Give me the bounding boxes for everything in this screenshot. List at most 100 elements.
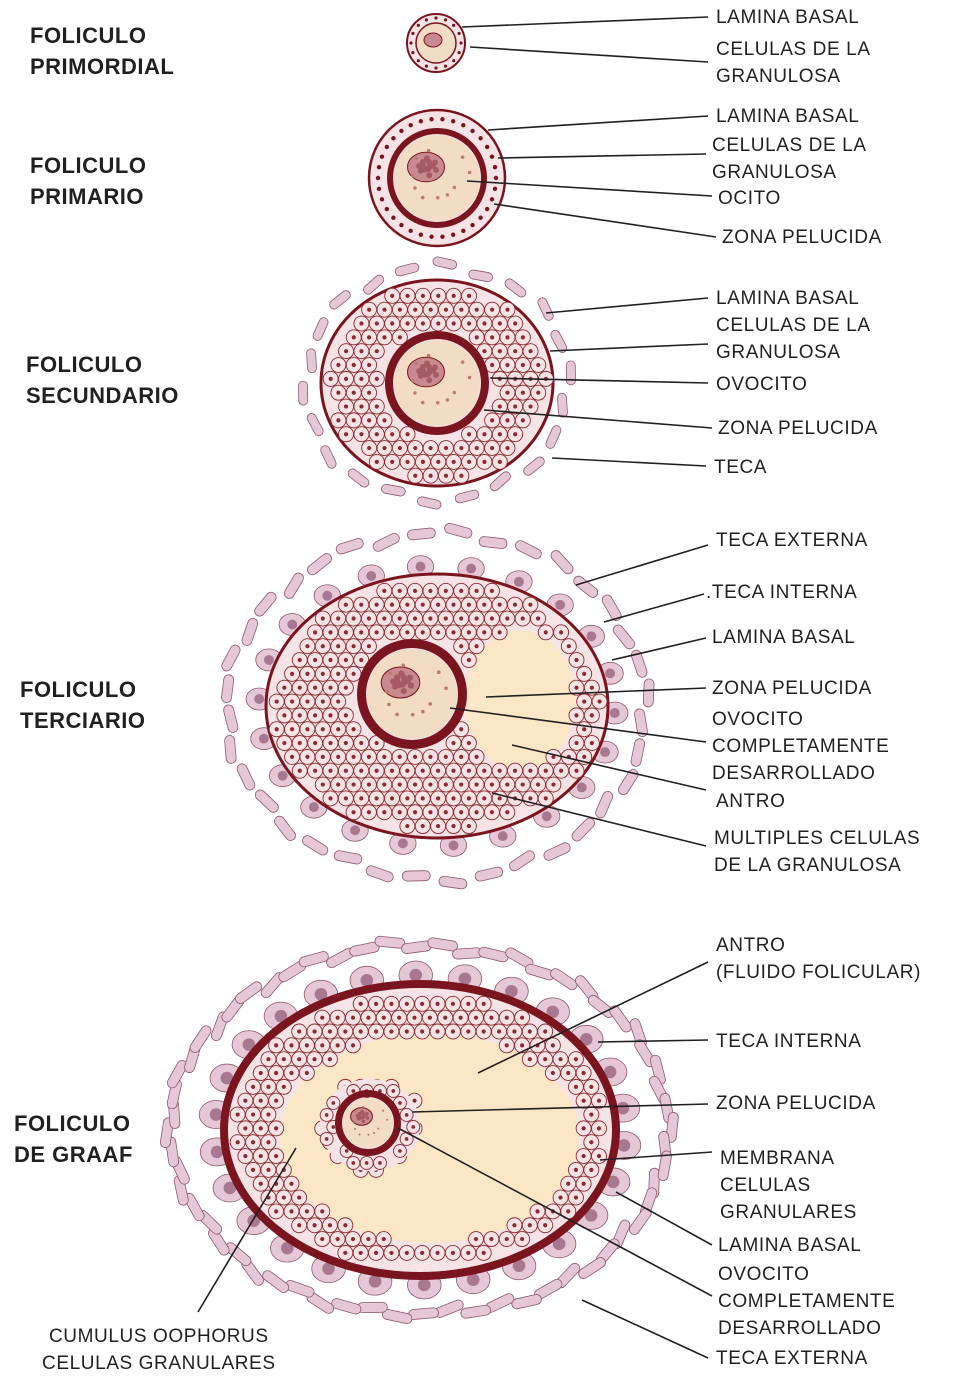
cell-nucleus bbox=[452, 321, 456, 325]
cell-nucleus bbox=[289, 1209, 293, 1213]
tertiary-follicle-drawing bbox=[220, 522, 654, 889]
cell-nucleus bbox=[382, 589, 386, 593]
cell-nucleus bbox=[451, 1251, 455, 1255]
cell-nucleus bbox=[328, 630, 332, 634]
cell-nucleus bbox=[390, 460, 394, 464]
cell-nucleus bbox=[359, 796, 363, 800]
cell-nucleus bbox=[467, 769, 471, 773]
cell-nucleus bbox=[444, 589, 448, 593]
cell-nucleus bbox=[344, 769, 348, 773]
leader-line bbox=[494, 204, 716, 237]
cell-nucleus bbox=[298, 713, 302, 717]
cell-nucleus bbox=[367, 363, 371, 367]
cell-nucleus bbox=[359, 377, 363, 381]
cell-nucleus bbox=[405, 1137, 409, 1141]
yolk-granule bbox=[377, 1128, 379, 1130]
cell-nucleus bbox=[298, 741, 302, 745]
yolk-granule bbox=[386, 1119, 388, 1121]
cell-nucleus bbox=[482, 603, 486, 607]
cell-nucleus bbox=[482, 769, 486, 773]
cell-nucleus bbox=[313, 769, 317, 773]
cell-nucleus bbox=[305, 644, 309, 648]
cell-nucleus bbox=[312, 1223, 316, 1227]
cell-nucleus bbox=[321, 616, 325, 620]
cell-nucleus bbox=[332, 1101, 336, 1105]
cell-nucleus bbox=[459, 727, 463, 731]
yolk-granule bbox=[427, 149, 431, 153]
granulosa-cell bbox=[385, 207, 389, 211]
cell-nucleus bbox=[444, 782, 448, 786]
cell-nucleus bbox=[382, 335, 386, 339]
yolk-granule bbox=[421, 196, 425, 200]
cell-nucleus bbox=[498, 349, 502, 353]
cell-nucleus bbox=[559, 769, 563, 773]
cell-nucleus bbox=[398, 1149, 402, 1153]
cell-nucleus bbox=[290, 699, 294, 703]
cell-nucleus bbox=[359, 603, 363, 607]
cell-nucleus bbox=[297, 1223, 301, 1227]
theca-externa-cell bbox=[478, 946, 509, 963]
cell-nucleus bbox=[251, 1085, 255, 1089]
label-secundario-lamina-basal: LAMINA BASAL bbox=[716, 285, 859, 312]
cell-nucleus bbox=[490, 363, 494, 367]
theca-cell bbox=[544, 424, 562, 450]
theca-externa-cell bbox=[542, 841, 572, 862]
cell-nucleus bbox=[305, 755, 309, 759]
leader-line bbox=[498, 154, 706, 158]
theca-externa-cell bbox=[460, 1305, 491, 1319]
cell-nucleus bbox=[405, 769, 409, 773]
granulosa-cell bbox=[425, 18, 428, 21]
cell-nucleus bbox=[475, 308, 479, 312]
cell-nucleus bbox=[405, 1002, 409, 1006]
cell-nucleus bbox=[367, 418, 371, 422]
cell-nucleus bbox=[566, 1071, 570, 1075]
cell-nucleus bbox=[544, 630, 548, 634]
leader-line bbox=[462, 17, 708, 27]
granulosa-cell bbox=[377, 165, 381, 169]
cell-nucleus bbox=[351, 644, 355, 648]
cell-nucleus bbox=[413, 616, 417, 620]
title-primario: FOLICULO PRIMARIO bbox=[30, 150, 146, 212]
granulosa-cell bbox=[457, 32, 460, 35]
cell-nucleus bbox=[297, 1195, 301, 1199]
granulosa-cell bbox=[409, 41, 412, 44]
cell-nucleus bbox=[312, 1057, 316, 1061]
granulosa-cell bbox=[493, 187, 497, 191]
cell-nucleus bbox=[375, 432, 379, 436]
cell-nucleus bbox=[405, 460, 409, 464]
cell-nucleus bbox=[543, 1057, 547, 1061]
yolk-granule bbox=[436, 196, 440, 200]
granulosa-cell bbox=[434, 66, 437, 69]
cell-nucleus bbox=[344, 630, 348, 634]
cell-nucleus bbox=[289, 1043, 293, 1047]
cell-nucleus bbox=[459, 810, 463, 814]
cell-nucleus bbox=[467, 824, 471, 828]
cell-nucleus bbox=[391, 1089, 395, 1093]
granulosa-cell bbox=[411, 32, 414, 35]
cell-nucleus bbox=[375, 603, 379, 607]
cell-nucleus bbox=[597, 1126, 601, 1130]
cell-nucleus bbox=[336, 782, 340, 786]
theca-externa-cell bbox=[357, 1302, 387, 1313]
cell-nucleus bbox=[398, 782, 402, 786]
cell-nucleus bbox=[359, 321, 363, 325]
cell-nucleus bbox=[251, 1168, 255, 1172]
cell-nucleus bbox=[259, 1071, 263, 1075]
cell-nucleus bbox=[367, 391, 371, 395]
cell-nucleus bbox=[490, 616, 494, 620]
cell-nucleus bbox=[243, 1154, 247, 1158]
cell-nucleus bbox=[243, 1099, 247, 1103]
cell-nucleus bbox=[421, 630, 425, 634]
label-graaf-teca-externa: TECA EXTERNA bbox=[716, 1345, 868, 1372]
cell-nucleus bbox=[413, 446, 417, 450]
cell-nucleus bbox=[367, 616, 371, 620]
theca-cell-nucleus bbox=[577, 783, 587, 793]
cell-nucleus bbox=[512, 1223, 516, 1227]
theca-cell-nucleus bbox=[264, 655, 274, 665]
theca-externa-cell bbox=[433, 1299, 465, 1319]
cell-nucleus bbox=[582, 1099, 586, 1103]
cell-nucleus bbox=[389, 1251, 393, 1255]
cell-nucleus bbox=[390, 630, 394, 634]
cell-nucleus bbox=[444, 308, 448, 312]
cell-nucleus bbox=[521, 782, 525, 786]
